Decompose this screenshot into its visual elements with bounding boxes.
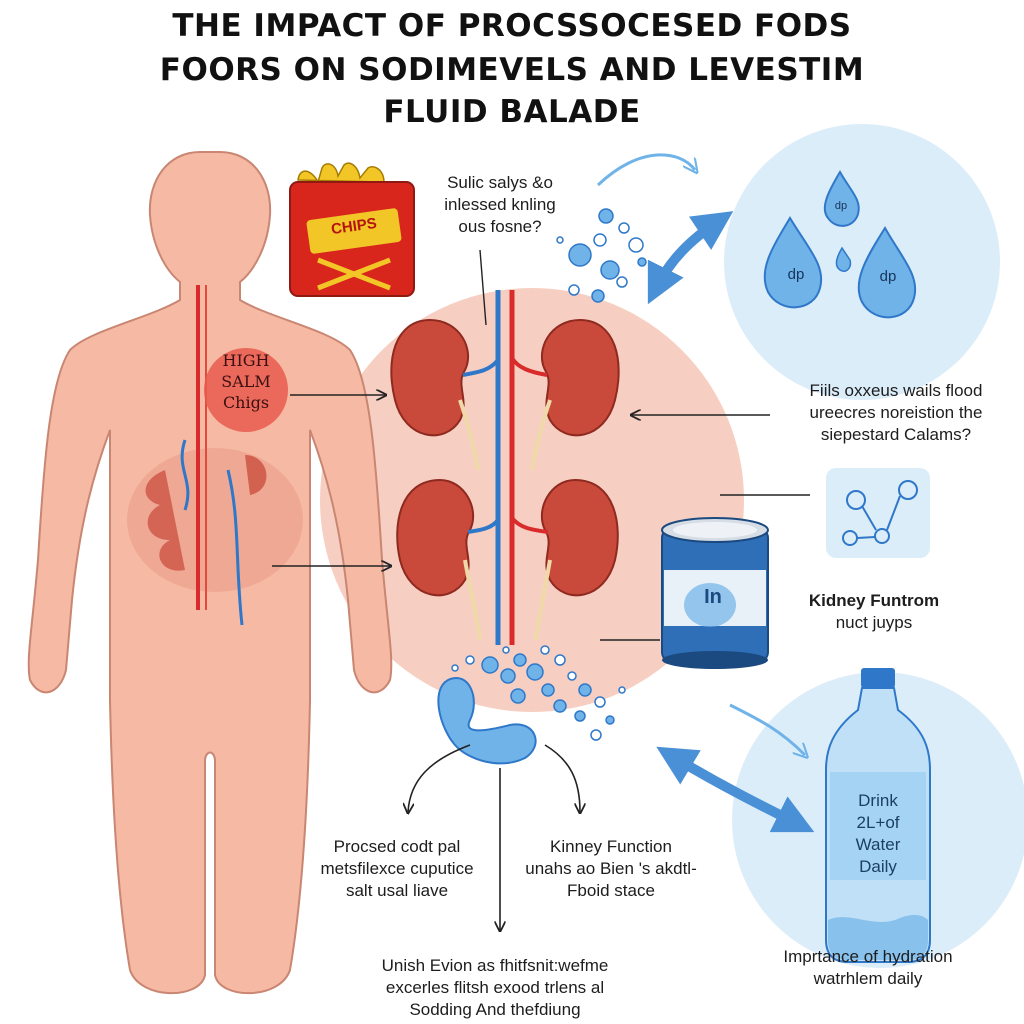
excess-water-line-2: ureecres noreistion the <box>809 403 983 422</box>
processed-code-line-3: salt usal liave <box>345 881 449 900</box>
kidney-pair-top <box>390 318 620 437</box>
bottle-label-line-2: 2L+of <box>856 813 900 832</box>
droplets-background-circle <box>724 124 1000 400</box>
water-bubble <box>526 663 544 681</box>
arrow-to-processed-code <box>408 744 471 812</box>
high-salt-label: HIGH SALM Chigs <box>214 350 278 413</box>
kidney-function-line-3: Fboid stace <box>567 881 655 900</box>
water-bubble <box>553 699 567 713</box>
chips-question-label: Sulic salys &o inlessed knling ous fosne… <box>420 172 580 238</box>
hydration-label: Imprtance of hydration watrhlem daily <box>744 946 992 990</box>
water-bubble <box>574 710 586 722</box>
excess-water-line-1: Fiils oxxeus wails flood <box>809 381 983 400</box>
title-line-2: FOORS ON SODIMEVELS AND LEVESTIM <box>159 52 865 88</box>
bottle-label-line-4: Daily <box>859 857 897 876</box>
water-bubble <box>567 671 577 681</box>
water-bottle-icon <box>825 668 931 963</box>
salt-bubble <box>568 243 592 267</box>
connector-chips-question <box>479 249 487 326</box>
water-bubble <box>590 729 602 741</box>
salt-bubble <box>637 257 647 267</box>
high-salt-line-3: Chigs <box>222 393 270 412</box>
droplet-label-2: dp <box>787 266 805 283</box>
water-bubble <box>510 688 526 704</box>
unish-evion-line-1: Unish Evion as fhitfsnit:wefme <box>381 956 609 975</box>
water-bubble <box>554 654 566 666</box>
water-bubble <box>605 715 615 725</box>
kidney-pair-bottom <box>396 478 619 597</box>
processed-code-line-2: metsfilexce cuputice <box>320 859 474 878</box>
water-bubble <box>465 655 475 665</box>
water-bubbles <box>451 645 626 741</box>
unish-evion-line-3: Sodding And thefdiung <box>409 1000 581 1019</box>
title-line-1: THE IMPACT OF PROCSSOCESED FODS <box>172 8 852 44</box>
water-bubble <box>451 664 459 672</box>
hydration-line-2: watrhlem daily <box>813 969 923 988</box>
high-salt-line-2: SALM <box>221 372 271 391</box>
bottle-label-line-1: Drink <box>858 791 898 810</box>
kidney-from-label: Kidney Funtrom nuct juyps <box>790 590 958 634</box>
water-bubble <box>618 686 626 694</box>
water-bubble <box>513 653 527 667</box>
bottle-label-line-3: Water <box>855 835 901 854</box>
title-line-3: FLUID BALADE <box>383 94 641 130</box>
salt-bubble <box>628 237 644 253</box>
unish-evion-line-2: excerles flitsh exood trlens al <box>385 978 605 997</box>
water-droplets <box>763 170 917 319</box>
high-salt-line-1: HIGH <box>222 351 270 370</box>
chips-question-line-2: inlessed knling <box>444 195 556 214</box>
salt-bubble <box>616 276 628 288</box>
water-bubble <box>502 646 510 654</box>
processed-code-line-1: Procsed codt pal <box>333 837 461 856</box>
chips-question-line-1: Sulic salys &o <box>447 173 553 192</box>
kidney-function-label: Kinney Function unahs ao Bien 's akdtl- … <box>506 836 716 902</box>
arrow-to-droplets <box>596 153 695 187</box>
kidney-function-line-2: unahs ao Bien 's akdtl- <box>525 859 697 878</box>
water-splash <box>437 677 537 765</box>
hydration-line-1: Imprtance of hydration <box>783 947 953 966</box>
excess-water-label: Fiils oxxeus wails flood ureecres noreis… <box>772 380 1020 446</box>
water-bubble <box>481 656 499 674</box>
double-arrow-bottle <box>656 746 815 833</box>
droplet-label-1: dp <box>834 200 848 212</box>
salt-bubble <box>598 208 614 224</box>
salt-bubble <box>591 289 605 303</box>
water-bubble <box>578 683 592 697</box>
high-salt-marker <box>204 348 288 432</box>
blood-vessels <box>458 290 552 645</box>
chips-question-line-3: ous fosne? <box>458 217 542 236</box>
molecule-icon <box>826 468 930 558</box>
salt-bubble <box>568 284 580 296</box>
water-bubble <box>541 683 555 697</box>
water-bubble <box>500 668 516 684</box>
water-bubble <box>540 645 550 655</box>
salt-bubble <box>556 236 564 244</box>
kidney-function-line-1: Kinney Function <box>550 837 672 856</box>
salt-bubble <box>618 222 630 234</box>
double-arrow-droplets <box>647 211 734 305</box>
excess-water-line-3: siepestard Calams? <box>820 425 972 444</box>
bottle-label: Drink 2L+of Water Daily <box>830 790 926 878</box>
kidney-from-line-2: nuct juyps <box>835 613 913 632</box>
salt-bubbles <box>556 208 647 303</box>
chips-bag-icon <box>289 162 415 297</box>
salt-bubble <box>593 233 607 247</box>
salt-bubble <box>600 260 620 280</box>
can-label: In <box>704 586 722 608</box>
droplet-label-3: dp <box>879 268 897 285</box>
canned-food-icon <box>661 517 769 669</box>
water-bubble <box>594 696 606 708</box>
arrow-to-kidney-function <box>544 744 580 812</box>
human-body-figure <box>27 151 393 995</box>
kidney-from-line-1: Kidney Funtrom <box>808 591 940 610</box>
unish-evion-label: Unish Evion as fhitfsnit:wefme excerles … <box>340 955 650 1021</box>
processed-code-label: Procsed codt pal metsfilexce cuputice sa… <box>292 836 502 902</box>
